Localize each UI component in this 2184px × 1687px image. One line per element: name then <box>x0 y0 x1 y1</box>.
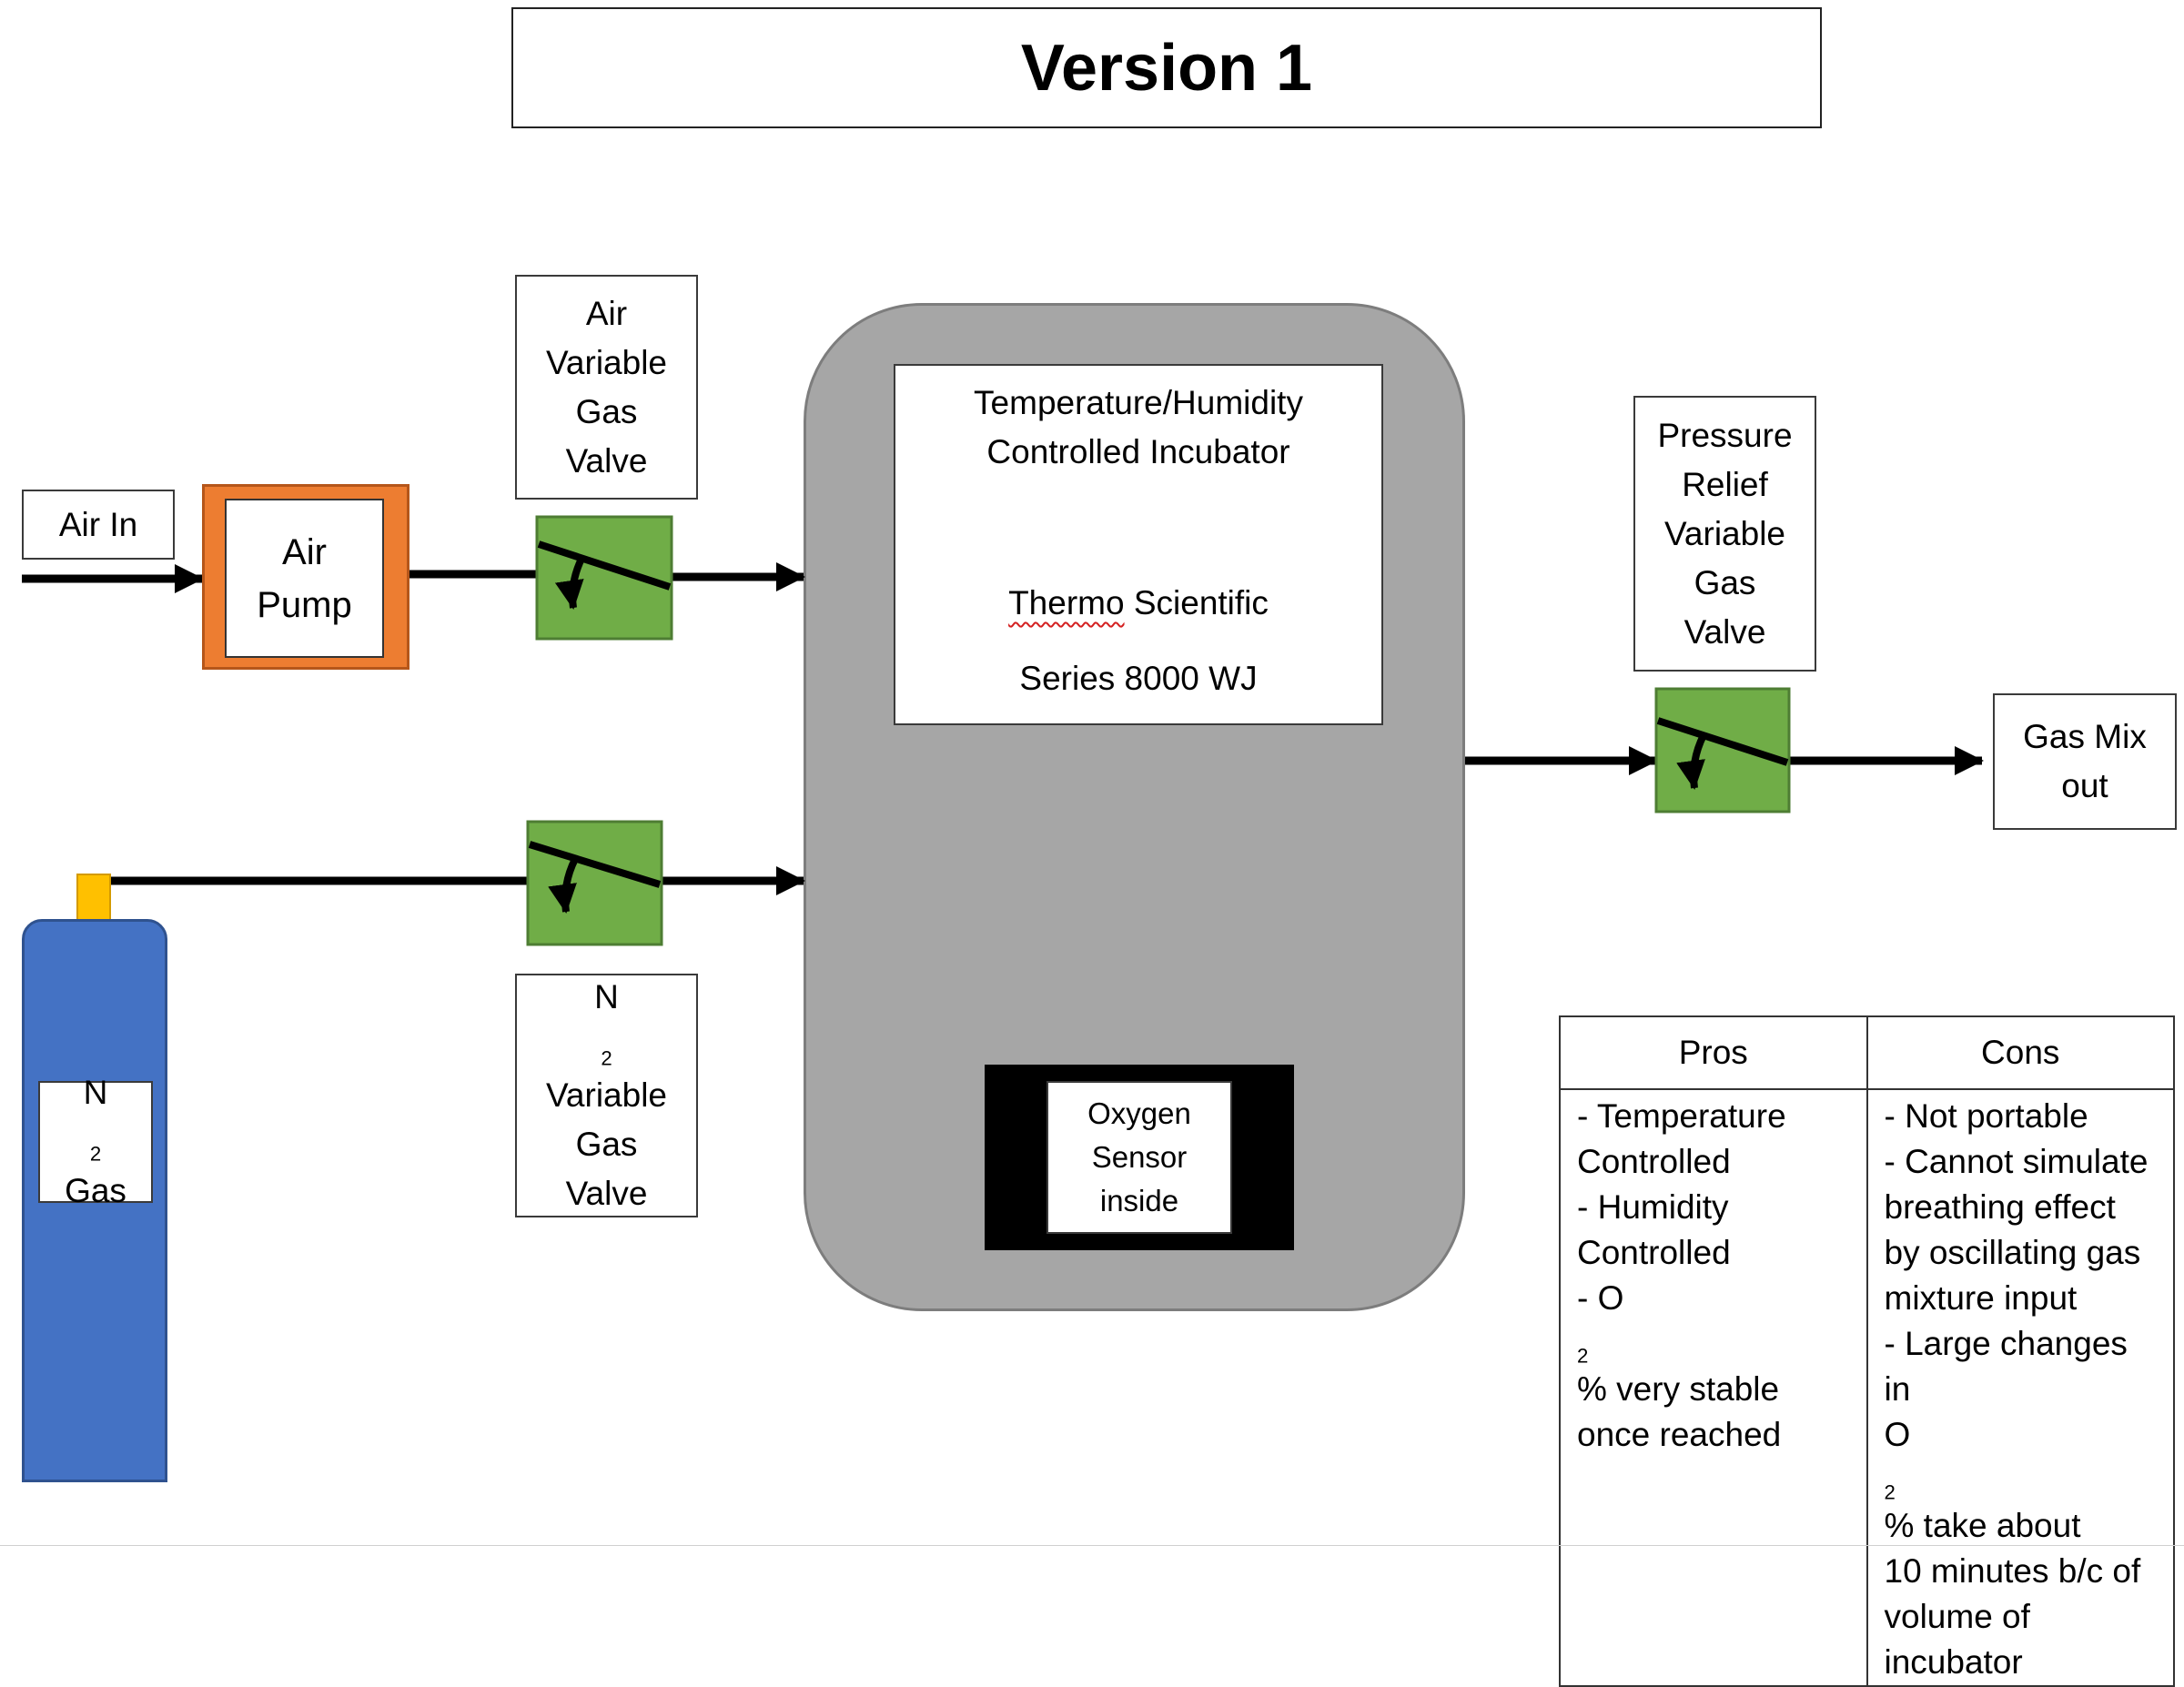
cons-cell: - Not portable - Cannot simulate breathi… <box>1866 1088 2175 1687</box>
gas-mix-out-line-2: out <box>2061 767 2108 804</box>
cons-o2-sub: 2 <box>1884 1480 1896 1504</box>
pros-line: Controlled <box>1577 1234 1731 1271</box>
cons-line: - Cannot simulate <box>1884 1143 2149 1180</box>
cons-line: O 2 % take about <box>1885 1412 2161 1549</box>
incubator-line-1: Temperature/Humidity <box>974 384 1303 421</box>
flow-lines <box>22 515 1984 946</box>
pros-line: - Humidity <box>1577 1188 1729 1226</box>
n2-valve-subscript: 2 <box>601 1046 612 1070</box>
n2-valve-line-3: Gas <box>575 1126 638 1163</box>
oxygen-sensor-line-1: Oxygen <box>1087 1096 1191 1130</box>
cons-line: volume of <box>1884 1598 2030 1635</box>
pros-line: - Temperature <box>1577 1097 1786 1135</box>
cons-o2-post: % take about <box>1884 1507 2081 1544</box>
pros-line: once reached <box>1577 1416 1782 1453</box>
pros-line: - O 2 % very stable <box>1577 1276 1854 1412</box>
air-valve-label: Air Variable Gas Valve <box>515 275 698 500</box>
relief-valve-line-1: Pressure <box>1657 416 1793 454</box>
diagram-title: Version 1 <box>1020 31 1313 105</box>
n2-valve-line-4: Valve <box>565 1175 648 1212</box>
cons-line: mixture input <box>1884 1279 2078 1317</box>
n2-cylinder-valve <box>76 874 111 921</box>
gas-mix-out-label: Gas Mix out <box>1993 693 2177 830</box>
relief-valve-label: Pressure Relief Variable Gas Valve <box>1633 396 1816 672</box>
pros-o2-sub: 2 <box>1577 1344 1589 1368</box>
air-pump-label: Air Pump <box>225 499 384 658</box>
air-pump-line-2: Pump <box>257 584 352 625</box>
pros-o2-pre: - O <box>1577 1279 1624 1317</box>
cons-o2-pre: O <box>1884 1416 1911 1453</box>
air-valve-line-4: Valve <box>565 441 648 480</box>
n2-cylinder-line-2: Gas <box>65 1172 126 1209</box>
air-in-label: Air In <box>22 490 175 560</box>
n2-cylinder-subscript: 2 <box>89 1142 102 1166</box>
cons-line: - Not portable <box>1884 1097 2088 1135</box>
cons-line: by oscillating gas <box>1884 1234 2141 1271</box>
incubator-brand-b: Scientific <box>1124 584 1269 621</box>
air-valve <box>535 515 673 641</box>
n2-valve-gas: N <box>594 978 619 1015</box>
pros-cons-table: Pros Cons - Temperature Controlled - Hum… <box>1559 1015 2175 1687</box>
air-valve-line-2: Variable <box>545 343 667 381</box>
pros-cell: - Temperature Controlled - Humidity Cont… <box>1559 1088 1868 1687</box>
incubator-label: Temperature/Humidity Controlled Incubato… <box>894 364 1383 725</box>
relief-valve <box>1654 687 1791 813</box>
incubator-brand: Thermo Scientific <box>895 579 1381 628</box>
air-in-text: Air In <box>58 505 138 543</box>
air-valve-line-1: Air <box>585 294 628 332</box>
n2-valve <box>526 820 663 946</box>
cons-line: breathing effect <box>1884 1188 2116 1226</box>
cons-header: Cons <box>1866 1015 2175 1090</box>
oxygen-sensor-line-2: Sensor <box>1091 1140 1188 1174</box>
incubator-series: Series 8000 WJ <box>1019 660 1258 697</box>
table-header-row: Pros Cons <box>1559 1015 2175 1090</box>
oxygen-sensor-line-3: inside <box>1099 1184 1179 1217</box>
n2-cylinder-gas: N <box>83 1074 108 1111</box>
gas-mix-out-line-1: Gas Mix <box>2023 718 2147 755</box>
relief-valve-line-3: Variable <box>1663 514 1785 552</box>
pros-o2-post: % very stable <box>1577 1370 1780 1408</box>
incubator-line-2: Controlled Incubator <box>986 433 1290 470</box>
relief-valve-line-2: Relief <box>1682 465 1768 503</box>
cons-line: 10 minutes b/c of <box>1884 1552 2141 1590</box>
n2-valve-line-2: Variable <box>545 1076 667 1114</box>
title-box: Version 1 <box>511 7 1822 128</box>
air-valve-line-3: Gas <box>575 392 638 430</box>
air-pump-line-1: Air <box>282 531 327 572</box>
n2-cylinder-label: N 2 Gas <box>38 1074 153 1209</box>
relief-valve-line-4: Gas <box>1694 563 1756 601</box>
pros-line: Controlled <box>1577 1143 1731 1180</box>
pros-header: Pros <box>1559 1015 1868 1090</box>
relief-valve-line-5: Valve <box>1684 612 1766 651</box>
oxygen-sensor-label: Oxygen Sensor inside <box>1046 1081 1232 1234</box>
table-row: - Temperature Controlled - Humidity Cont… <box>1559 1088 2175 1687</box>
cons-line: incubator <box>1884 1643 2023 1681</box>
cons-line: - Large changes in <box>1884 1325 2128 1408</box>
incubator-brand-a: Thermo <box>1008 584 1125 621</box>
